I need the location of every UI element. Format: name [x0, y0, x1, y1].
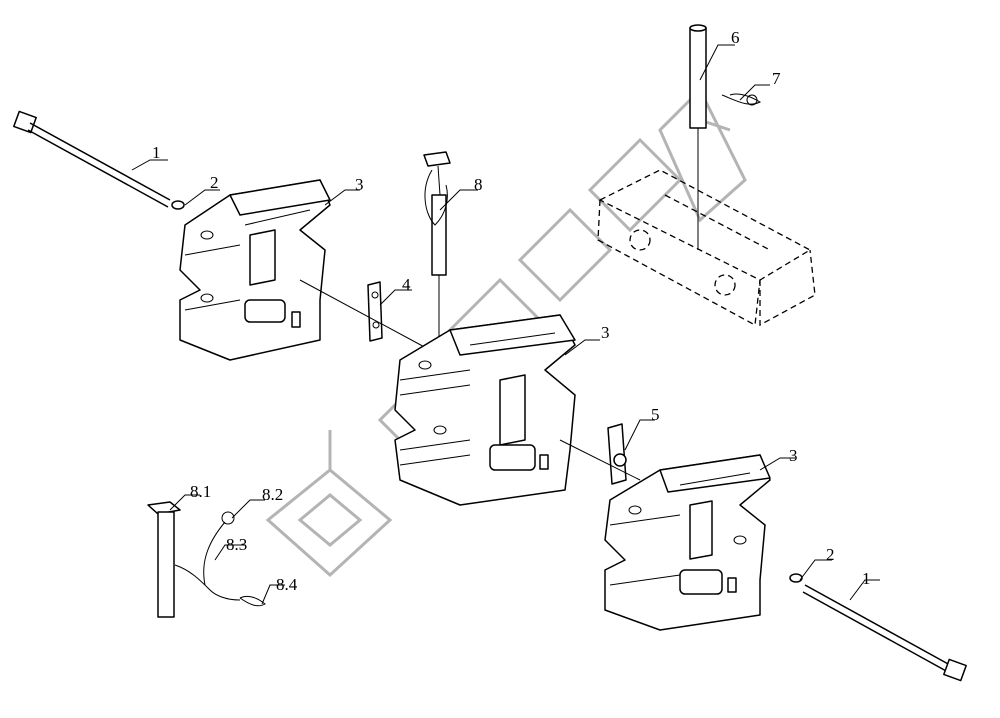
weight-stack-center: [394, 314, 576, 506]
callout-4: 4: [402, 275, 411, 294]
callout-8-2: 8.2: [262, 485, 283, 504]
pin-6: [689, 24, 707, 250]
callout-6: 6: [731, 28, 740, 47]
link-plate-5: [559, 423, 641, 485]
callout-2-left: 2: [210, 173, 219, 192]
support-frame-dashed: [597, 169, 816, 327]
chain-8-3: [174, 521, 241, 601]
callout-2-right: 2: [826, 545, 835, 564]
link-plate-4: [299, 279, 431, 351]
callout-1-left: 1: [152, 143, 161, 162]
callout-7: 7: [772, 69, 781, 88]
callout-8-1: 8.1: [190, 482, 211, 501]
callout-8: 8: [474, 175, 483, 194]
bolt-1-right: [789, 573, 967, 682]
weight-block-left: [179, 179, 331, 361]
callout-3-right: 3: [789, 446, 798, 465]
callout-3-left: 3: [355, 175, 364, 194]
callout-5: 5: [651, 405, 660, 424]
pin-8: [423, 151, 451, 345]
callout-8-4: 8.4: [276, 575, 298, 594]
callout-1-right: 1: [862, 569, 871, 588]
callout-8-3: 8.3: [226, 535, 247, 554]
callout-3-center: 3: [601, 323, 610, 342]
bolt-1-left: [13, 110, 185, 210]
clip-7: [721, 93, 762, 106]
clip-8-4: [239, 595, 266, 607]
ring-8-2: [221, 511, 235, 525]
leader-lines: [131, 44, 880, 605]
weight-block-right: [604, 454, 771, 631]
pin-8-1: [147, 501, 181, 618]
